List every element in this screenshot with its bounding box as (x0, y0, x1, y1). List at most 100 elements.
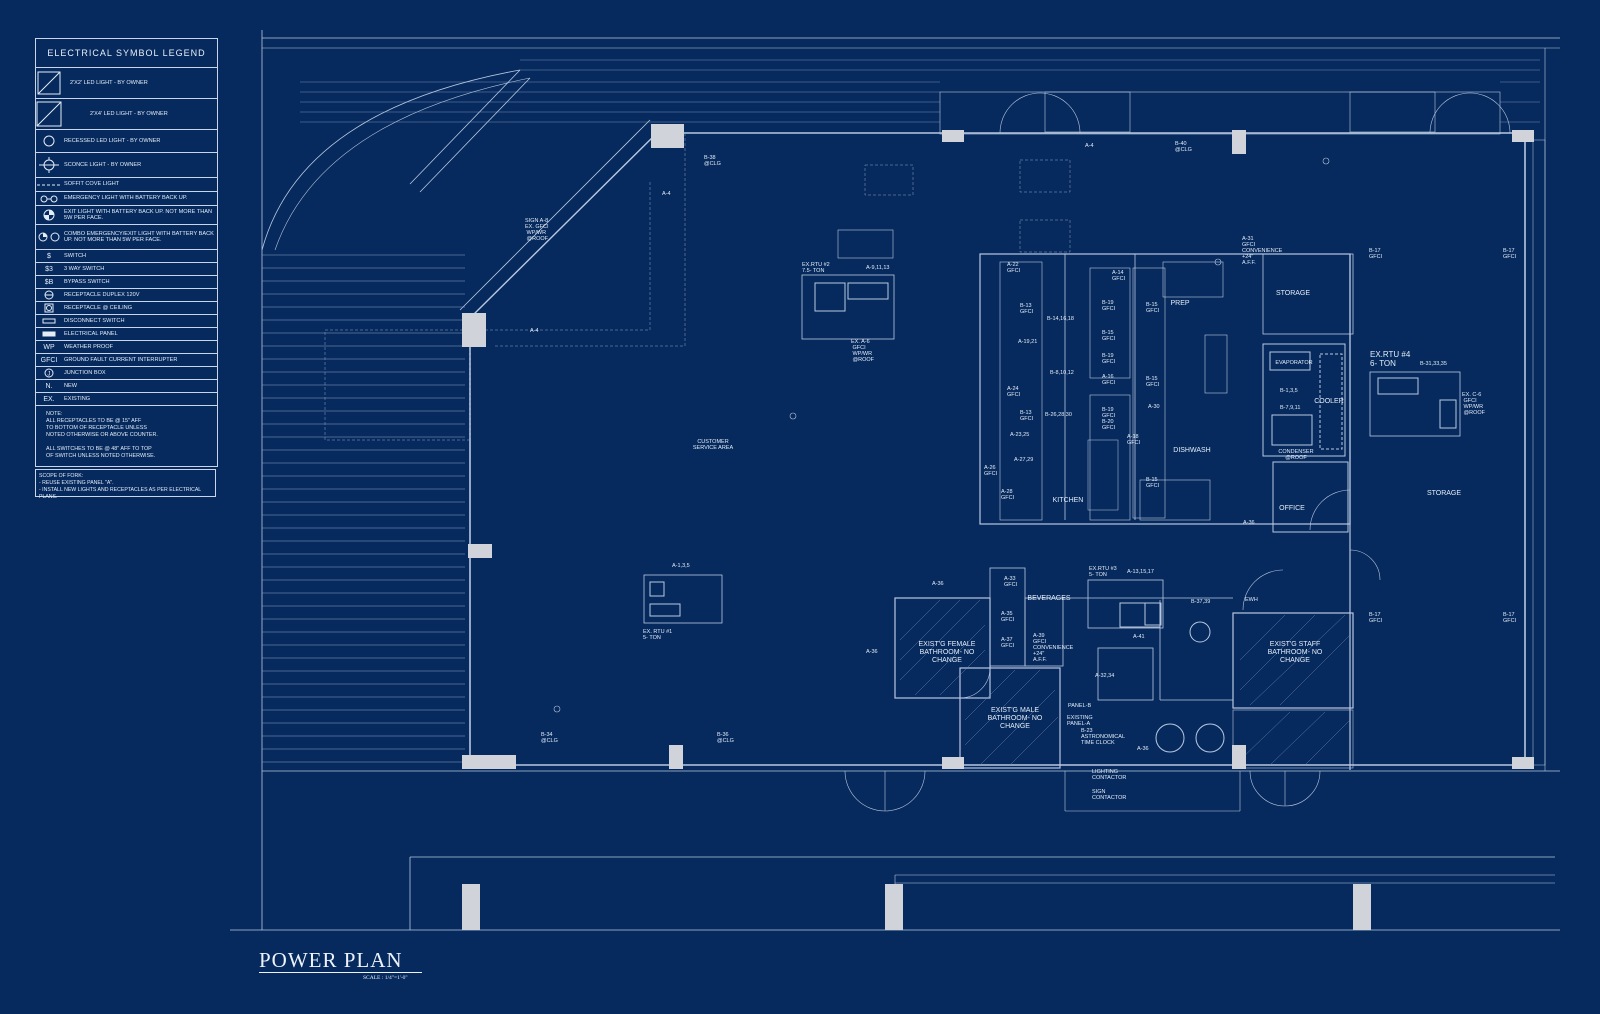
plan-title-underline (259, 972, 422, 973)
room-label-beverages: BEVERAGES (1027, 595, 1071, 602)
legend-label: SCONCE LIGHT - BY OWNER (64, 161, 142, 168)
legend-row: RECESSED LED LIGHT - BY OWNER (36, 130, 217, 153)
electrical-symbol-legend: ELECTRICAL SYMBOL LEGEND 2'X2' LED LIGHT… (35, 38, 218, 467)
circuit-label-b36: B-36@CLG (717, 732, 734, 744)
room-label-evaporator: EVAPORATOR (1275, 360, 1312, 366)
legend-note: NOTE: ALL RECEPTACLES TO BE @ 15" AFF TO… (46, 411, 158, 459)
svg-text:J: J (47, 371, 50, 377)
circuit-label-b37-39: B-37,39 (1191, 599, 1210, 605)
legend-row: 2'X2' LED LIGHT - BY OWNER (36, 68, 217, 99)
legend-label: GROUND FAULT CURRENT INTERRUPTER (64, 356, 178, 363)
exit-light-icon (36, 209, 62, 221)
legend-label: 2'X2' LED LIGHT - BY OWNER (70, 79, 148, 86)
circuit-label-a41: A-41 (1133, 634, 1145, 640)
room-label-cooler: COOLER (1314, 398, 1344, 405)
led-2x2-icon (36, 71, 62, 95)
room-label-dishwash: DISHWASH (1173, 447, 1210, 454)
legend-row: RECEPTACLE DUPLEX 120V (36, 289, 217, 302)
legend-row: DISCONNECT SWITCH (36, 315, 217, 328)
circuit-label-a36-left: A-36 (866, 649, 878, 655)
circuit-label-b34: B-34@CLG (541, 732, 558, 744)
legend-row: RECEPTACLE @ CEILING (36, 302, 217, 315)
circuit-label-a23-25: A-23,25 (1010, 432, 1029, 438)
legend-row: GFCI GROUND FAULT CURRENT INTERRUPTER (36, 354, 217, 367)
legend-symbol-text: EX. (43, 395, 55, 403)
legend-label: WEATHER PROOF (64, 343, 113, 350)
circuit-label-a9-11-13: A-9,11,13 (866, 265, 889, 271)
legend-label: EMERGENCY LIGHT WITH BATTERY BACK UP. (64, 195, 188, 202)
legend-symbol-text: WP (43, 343, 55, 351)
led-2x4-icon (36, 101, 62, 127)
circuit-label-b26-28-30: B-26,28,30 (1045, 412, 1072, 418)
legend-label: SWITCH (64, 252, 87, 259)
legend-row: SOFFIT COVE LIGHT (36, 178, 217, 192)
legend-row: $SWITCH (36, 250, 217, 263)
legend-label: COMBO EMERGENCY/EXIT LIGHT WITH BATTERY … (64, 230, 214, 244)
legend-symbol-text: N. (45, 382, 53, 390)
legend-row: 2'X4' LED LIGHT - BY OWNER (36, 99, 217, 130)
circuit-label-a13-15-17: A-13,15,17 (1127, 569, 1154, 575)
circuit-label-c6: EX. C-6 GFCI WP/WR @ROOF (1462, 392, 1486, 416)
circuit-label-b31-33-35: B-31,33,35 (1420, 361, 1447, 367)
scope-of-work: SCOPE OF FORK: - REUSE EXISTING PANEL "A… (35, 469, 216, 500)
receptacle-duplex-icon (36, 290, 62, 300)
legend-row: COMBO EMERGENCY/EXIT LIGHT WITH BATTERY … (36, 225, 217, 250)
legend-symbol-text: GFCI (40, 356, 58, 364)
legend-label: RECEPTACLE @ CEILING (64, 304, 133, 311)
room-label-kitchen: KITCHEN (1053, 497, 1084, 504)
circuit-label-b14-16-18: B-14,16,18 (1047, 316, 1074, 322)
legend-row: EMERGENCY LIGHT WITH BATTERY BACK UP. (36, 192, 217, 206)
circuit-label-a27-29: A-27,29 (1014, 457, 1033, 463)
room-label-prep: PREP (1170, 300, 1189, 307)
legend-label: 3 WAY SWITCH (64, 265, 105, 272)
disconnect-switch-icon (36, 318, 62, 324)
circuit-label-a36-office: A-36 (1243, 520, 1255, 526)
legend-label: EXIT LIGHT WITH BATTERY BACK UP. NOT MOR… (64, 208, 213, 222)
circuit-label-a4-angled: A-4 (1085, 143, 1094, 149)
legend-label: 2'X4' LED LIGHT - BY OWNER (90, 110, 168, 117)
junction-box-icon: J (36, 368, 62, 378)
receptacle-ceiling-icon (36, 303, 62, 313)
legend-label: BYPASS SWITCH (64, 278, 110, 285)
circuit-label-b1-3-5: B-1,3,5 (1280, 388, 1298, 394)
combo-exit-light-icon (36, 232, 62, 242)
emergency-light-icon (36, 195, 62, 203)
legend-label: JUNCTION BOX (64, 369, 106, 376)
legend-title: ELECTRICAL SYMBOL LEGEND (36, 39, 217, 68)
legend-label: RECEPTACLE DUPLEX 120V (64, 291, 140, 298)
soffit-cove-light-icon (36, 183, 62, 187)
room-label-office: OFFICE (1279, 505, 1305, 512)
circuit-label-a36-female: A-36 (932, 581, 944, 587)
circuit-label-a36-bottom: A-36 (1137, 746, 1149, 752)
plan-scale: SCALE : 1/4"=1'-0" (363, 975, 408, 981)
legend-symbol-text: $3 (45, 265, 53, 273)
